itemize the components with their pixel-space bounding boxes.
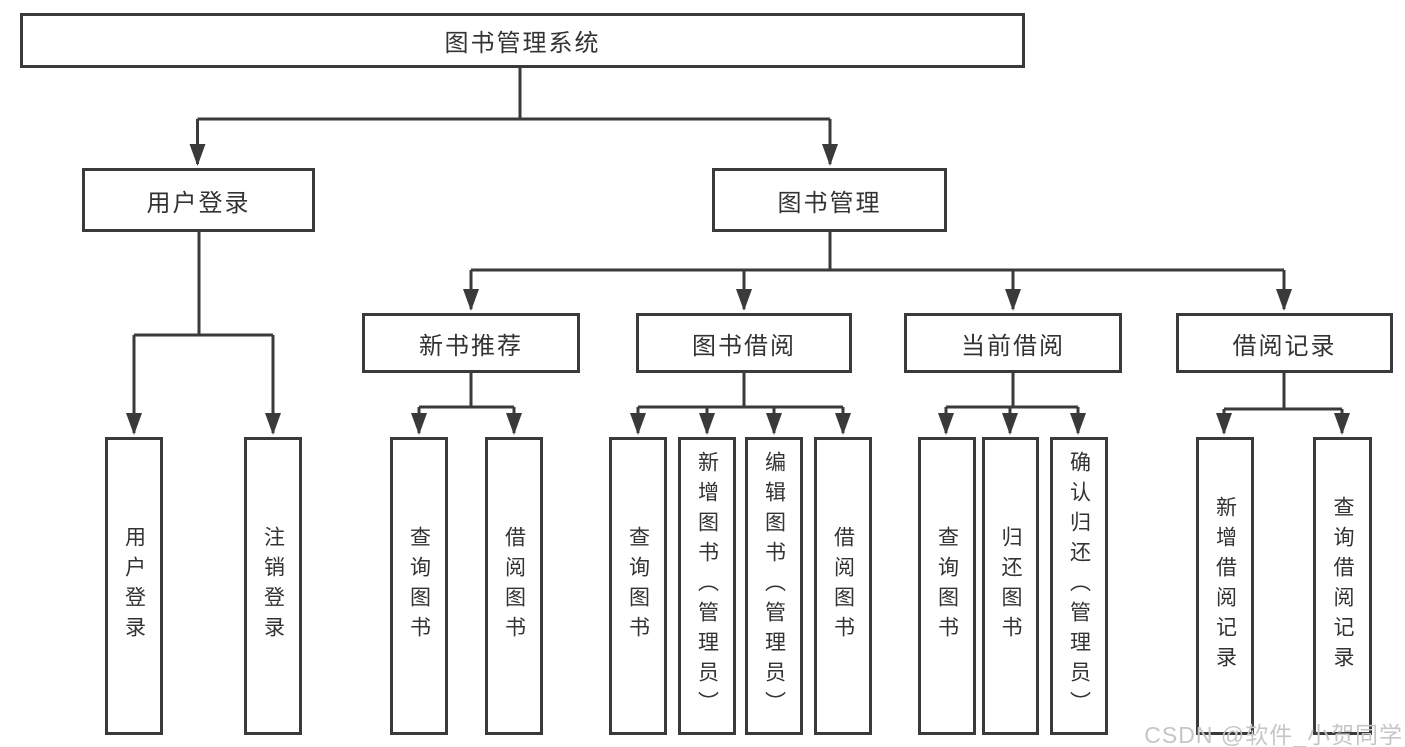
node-borrowing-records: 借阅记录 — [1176, 313, 1393, 373]
leaf-label: 注销登录 — [261, 526, 285, 646]
leaf-confirm-return-admin: 确认归还（管理员） — [1050, 437, 1108, 735]
leaf-label: 新增图书（管理员） — [695, 451, 719, 721]
node-library-management-system: 图书管理系统 — [20, 13, 1025, 68]
leaf-label: 查询图书 — [407, 526, 431, 646]
leaf-edit-books-admin: 编辑图书（管理员） — [745, 437, 803, 735]
leaf-query-borrow-record: 查询借阅记录 — [1313, 437, 1372, 735]
leaf-label: 归还图书 — [999, 526, 1022, 646]
node-new-book-recommendation: 新书推荐 — [362, 313, 580, 373]
watermark-text: CSDN @软件_小贺同学 — [1144, 722, 1403, 747]
leaf-query-books: 查询图书 — [609, 437, 667, 735]
node-current-borrowing: 当前借阅 — [904, 313, 1122, 373]
node-label: 用户登录 — [146, 189, 251, 217]
leaf-label: 查询图书 — [626, 526, 650, 646]
node-label: 图书管理 — [777, 189, 882, 217]
leaf-add-borrow-record: 新增借阅记录 — [1196, 437, 1254, 735]
leaf-label: 用户登录 — [122, 526, 146, 646]
leaf-label: 查询图书 — [935, 526, 959, 646]
node-label: 图书借阅 — [692, 332, 796, 360]
leaf-label: 借阅图书 — [502, 526, 526, 646]
leaf-borrow-books: 借阅图书 — [814, 437, 872, 735]
leaf-user-login: 用户登录 — [105, 437, 163, 735]
leaf-query-books: 查询图书 — [918, 437, 976, 735]
leaf-logout: 注销登录 — [244, 437, 302, 735]
node-book-management: 图书管理 — [712, 168, 947, 232]
node-label: 当前借阅 — [961, 332, 1065, 360]
node-label: 借阅记录 — [1232, 332, 1337, 360]
leaf-label: 确认归还（管理员） — [1067, 451, 1091, 721]
leaf-label: 新增借阅记录 — [1213, 496, 1237, 676]
node-user-login: 用户登录 — [82, 168, 315, 232]
leaf-label: 编辑图书（管理员） — [762, 451, 786, 721]
node-book-borrowing: 图书借阅 — [636, 313, 852, 373]
leaf-label: 借阅图书 — [831, 526, 855, 646]
node-label: 新书推荐 — [419, 332, 523, 360]
node-label: 图书管理系统 — [444, 30, 601, 57]
leaf-query-books: 查询图书 — [390, 437, 448, 735]
leaf-label: 查询借阅记录 — [1331, 496, 1354, 676]
leaf-add-books-admin: 新增图书（管理员） — [678, 437, 736, 735]
leaf-return-books: 归还图书 — [982, 437, 1039, 735]
leaf-borrow-books: 借阅图书 — [485, 437, 543, 735]
